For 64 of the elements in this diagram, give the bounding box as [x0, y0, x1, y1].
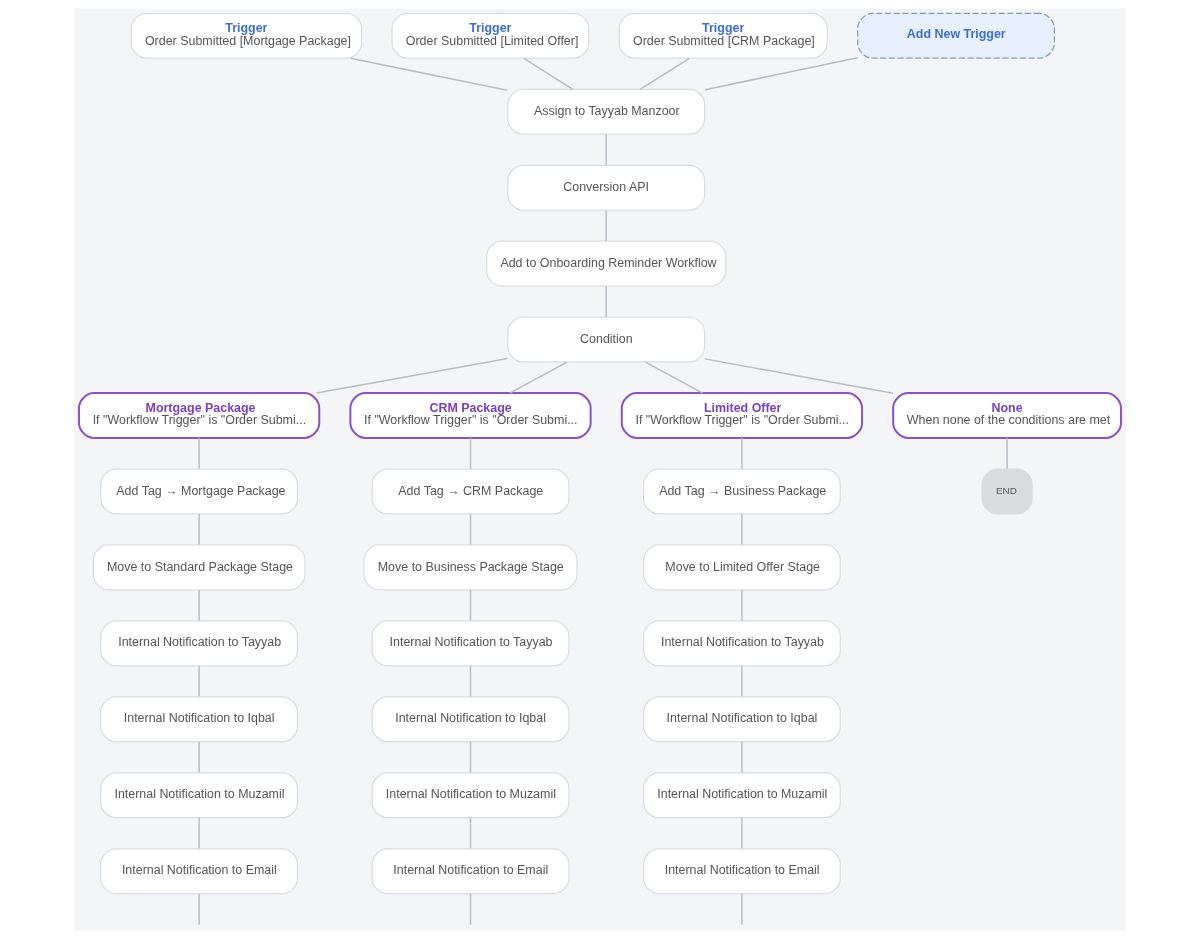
connector — [741, 817, 743, 850]
node-box: Conversion API — [507, 164, 706, 211]
connector — [644, 361, 704, 394]
connector — [639, 57, 691, 91]
node-box: Trigger Order Submitted [Mortgage Package] — [130, 12, 363, 59]
node-box: Add Tag → CRM Package — [371, 468, 570, 515]
node-box: Internal Notification to Iqbal — [100, 696, 299, 743]
node-box: Assign to Tayyab Manzoor — [507, 88, 706, 135]
connector — [741, 741, 743, 774]
connector — [741, 665, 743, 698]
node-box: None When none of the conditions are met — [892, 392, 1122, 439]
node-box: END — [981, 468, 1033, 515]
connector — [198, 437, 200, 470]
connector — [741, 437, 743, 470]
node-box: Add New Trigger — [857, 12, 1056, 59]
connector — [469, 513, 472, 546]
node-box: Internal Notification to Muzamil — [100, 772, 299, 819]
node-box: Trigger Order Submitted [Limited Offer] — [391, 12, 590, 59]
node-box: Move to Standard Package Stage — [92, 544, 306, 591]
node-box: Internal Notification to Tayyab — [642, 620, 841, 667]
connector — [469, 665, 472, 698]
connector — [198, 741, 200, 774]
connector — [605, 133, 607, 166]
node-box: Internal Notification to Email — [642, 848, 841, 895]
connector — [704, 56, 859, 91]
node-box: Mortgage Package If "Workflow Trigger" is "Order Submi... — [78, 392, 321, 439]
connector — [198, 817, 200, 850]
connector — [741, 892, 743, 926]
node-box: Trigger Order Submitted [CRM Package] — [618, 12, 828, 59]
connector — [198, 892, 200, 926]
connector — [469, 741, 472, 774]
connector — [315, 357, 509, 394]
node-box: Internal Notification to Tayyab — [371, 620, 570, 667]
connector — [508, 361, 568, 394]
connector — [198, 665, 200, 698]
node-box: Internal Notification to Muzamil — [642, 772, 841, 819]
node-box: Internal Notification to Email — [371, 848, 570, 895]
node-box: Move to Business Package Stage — [363, 544, 578, 591]
node-box: Move to Limited Offer Stage — [642, 544, 841, 591]
connector — [605, 209, 607, 242]
node-box: Internal Notification to Email — [100, 848, 299, 895]
connector — [741, 513, 743, 546]
node-box: CRM Package If "Workflow Trigger" is "Order Submi... — [349, 392, 592, 439]
connector — [469, 892, 472, 926]
connector — [469, 437, 472, 470]
connector — [469, 589, 472, 622]
connector — [198, 589, 200, 622]
node-box: Internal Notification to Tayyab — [100, 620, 299, 667]
connector — [523, 57, 574, 91]
node-box: Internal Notification to Iqbal — [642, 696, 841, 743]
connector — [704, 358, 894, 395]
node-box: Add to Onboarding Reminder Workflow — [486, 240, 727, 287]
connector — [605, 285, 607, 318]
node-box: Add Tag → Business Package — [642, 468, 841, 515]
node-box: Limited Offer If "Workflow Trigger" is "Order Submi... — [620, 392, 864, 439]
connector — [741, 589, 743, 622]
connector — [349, 57, 509, 92]
connector — [469, 817, 472, 850]
node-box: Internal Notification to Iqbal — [371, 696, 570, 743]
node-box: Internal Notification to Muzamil — [371, 772, 570, 819]
node-box: Condition — [507, 316, 706, 363]
node-box: Add Tag → Mortgage Package — [100, 468, 299, 515]
connector — [1006, 437, 1008, 470]
connector — [198, 513, 200, 546]
